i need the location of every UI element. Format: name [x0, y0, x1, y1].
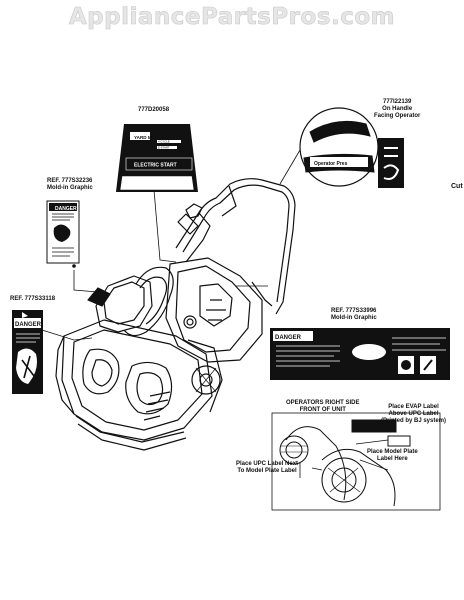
part-note: Facing Operator — [374, 113, 421, 119]
decal-engine-panel: YARD MACHINES 4 CYCLE E-START ELECTRIC S… — [116, 124, 198, 192]
part-ref: REF. 777S32236 — [47, 178, 93, 184]
model-plate-note: Place Model Plate Label Here — [367, 449, 418, 463]
upc-note-line: To Model Plate Label — [237, 468, 297, 474]
decal-handle-callout: Operator Pres — [299, 107, 404, 188]
decal-model-line-1: 4 CYCLE — [158, 140, 170, 144]
detail-title-line-2: FRONT OF UNIT — [299, 407, 346, 413]
evap-note-line: (Printed by BJ system) — [381, 418, 447, 424]
evap-label-note: Place EVAP Label Above UPC Label (Printe… — [381, 404, 446, 425]
leader-lines — [41, 149, 301, 341]
label-777d20058: 777D20058 — [138, 107, 169, 114]
upc-note-line: Place UPC Label Next — [236, 461, 299, 467]
detail-title: OPERATORS RIGHT SIDE FRONT OF UNIT — [286, 400, 359, 414]
model-note-line: Place Model Plate — [367, 449, 418, 455]
part-note: Mold-in Graphic — [47, 185, 93, 191]
decal-danger-small-text: DANGER — [55, 206, 77, 212]
part-ref: REF. 777S33996 — [331, 308, 377, 314]
part-ref: REF. 777S33118 — [10, 296, 56, 302]
decal-danger-small: DANGER — [46, 200, 80, 268]
decal-model-line-2: E-START — [158, 146, 170, 150]
snowblower-drawing — [55, 178, 296, 451]
model-note-line: Label Here — [377, 456, 408, 462]
upc-label-note: Place UPC Label Next To Model Plate Labe… — [236, 461, 298, 475]
evap-note-line: Place EVAP Label — [388, 404, 439, 410]
handle-decal-text: Operator Pres — [314, 161, 348, 167]
label-777s33118: REF. 777S33118 — [10, 296, 55, 303]
cut-text: Cut — [451, 183, 463, 190]
part-note: Mold-in Graphic — [331, 315, 377, 321]
decal-long-danger-text: DANGER — [275, 335, 302, 341]
part-ref: 777I22139 — [382, 99, 412, 105]
decal-brand-text: YARD MACHINES — [134, 135, 172, 140]
label-777i22139: 777I22139 On Handle Facing Operator — [374, 99, 420, 120]
label-777s32236: REF. 777S32236 Mold-in Graphic — [47, 178, 93, 192]
detail-view — [271, 412, 441, 511]
decal-start-text: ELECTRIC START — [134, 163, 177, 169]
part-ref: 777D20058 — [138, 107, 170, 113]
decal-danger-tall-text: DANGER — [15, 322, 42, 328]
part-note: On Handle — [382, 106, 413, 112]
label-777s33996: REF. 777S33996 Mold-in Graphic — [331, 308, 377, 322]
detail-title-line-1: OPERATORS RIGHT SIDE — [286, 400, 360, 406]
decal-danger-tall: DANGER — [12, 310, 43, 394]
evap-note-line: Above UPC Label — [388, 411, 439, 417]
decal-long-strip: DANGER — [270, 328, 450, 380]
watermark: AppliancePartsPros.com — [68, 4, 396, 31]
